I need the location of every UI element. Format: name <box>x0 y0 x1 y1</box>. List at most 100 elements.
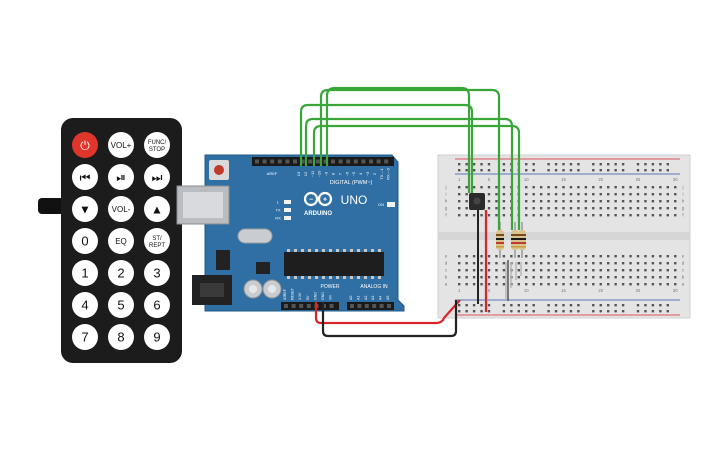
terminal-hole[interactable] <box>495 255 498 258</box>
terminal-hole[interactable] <box>629 283 632 286</box>
terminal-hole[interactable] <box>495 262 498 265</box>
terminal-hole[interactable] <box>569 193 573 196</box>
terminal-hole[interactable] <box>674 186 677 189</box>
rail-hole[interactable] <box>525 310 528 313</box>
rail-hole[interactable] <box>517 310 520 313</box>
rail-hole[interactable] <box>562 304 565 307</box>
terminal-hole[interactable] <box>651 186 655 189</box>
terminal-hole[interactable] <box>517 269 520 272</box>
terminal-hole[interactable] <box>539 262 543 265</box>
terminal-hole[interactable] <box>621 255 625 258</box>
header-hole[interactable] <box>361 159 366 164</box>
rgb-led[interactable] <box>505 262 522 300</box>
terminal-hole[interactable] <box>525 255 528 258</box>
terminal-hole[interactable] <box>651 283 655 286</box>
terminal-hole[interactable] <box>554 207 558 210</box>
terminal-hole[interactable] <box>614 193 617 196</box>
terminal-hole[interactable] <box>532 193 535 196</box>
terminal-hole[interactable] <box>480 283 483 286</box>
terminal-hole[interactable] <box>458 207 461 210</box>
terminal-hole[interactable] <box>592 193 595 196</box>
terminal-hole[interactable] <box>525 207 528 210</box>
terminal-hole[interactable] <box>569 255 573 258</box>
rail-hole[interactable] <box>636 310 640 313</box>
terminal-hole[interactable] <box>472 186 476 189</box>
terminal-hole[interactable] <box>636 276 640 279</box>
terminal-hole[interactable] <box>584 200 588 203</box>
wire-green-1[interactable] <box>304 117 514 230</box>
three-button[interactable]: 3 <box>144 260 170 286</box>
four-button[interactable]: 4 <box>72 292 98 318</box>
power-button[interactable]: ⏻ <box>72 132 98 158</box>
rail-hole[interactable] <box>577 163 580 166</box>
header-hole[interactable] <box>379 304 384 308</box>
rail-hole[interactable] <box>547 310 550 313</box>
terminal-hole[interactable] <box>554 214 558 217</box>
terminal-hole[interactable] <box>502 186 506 189</box>
terminal-hole[interactable] <box>465 269 468 272</box>
terminal-hole[interactable] <box>547 276 550 279</box>
rail-hole[interactable] <box>644 169 647 172</box>
rail-hole[interactable] <box>636 163 640 166</box>
rail-hole[interactable] <box>525 304 528 307</box>
rail-hole[interactable] <box>651 304 655 307</box>
rail-hole[interactable] <box>592 304 595 307</box>
terminal-hole[interactable] <box>659 214 662 217</box>
rail-hole[interactable] <box>644 310 647 313</box>
rail-hole[interactable] <box>651 163 655 166</box>
terminal-hole[interactable] <box>599 207 602 210</box>
six-button[interactable]: 6 <box>144 292 170 318</box>
terminal-hole[interactable] <box>584 207 588 210</box>
terminal-hole[interactable] <box>554 255 558 258</box>
rail-hole[interactable] <box>465 304 468 307</box>
rail-hole[interactable] <box>532 163 535 166</box>
terminal-hole[interactable] <box>472 214 476 217</box>
rail-hole[interactable] <box>577 310 580 313</box>
terminal-hole[interactable] <box>525 186 528 189</box>
terminal-hole[interactable] <box>592 283 595 286</box>
terminal-hole[interactable] <box>562 262 565 265</box>
terminal-hole[interactable] <box>487 193 491 196</box>
terminal-hole[interactable] <box>458 262 461 265</box>
terminal-hole[interactable] <box>562 269 565 272</box>
terminal-hole[interactable] <box>636 207 640 210</box>
terminal-hole[interactable] <box>517 262 520 265</box>
terminal-hole[interactable] <box>651 207 655 210</box>
rail-hole[interactable] <box>458 163 461 166</box>
terminal-hole[interactable] <box>644 276 647 279</box>
terminal-hole[interactable] <box>644 193 647 196</box>
header-hole[interactable] <box>331 159 335 164</box>
terminal-hole[interactable] <box>517 276 520 279</box>
terminal-hole[interactable] <box>539 276 543 279</box>
zero-button[interactable]: 0 <box>72 228 98 254</box>
terminal-hole[interactable] <box>532 269 535 272</box>
terminal-hole[interactable] <box>502 269 506 272</box>
terminal-hole[interactable] <box>659 200 662 203</box>
terminal-hole[interactable] <box>621 283 625 286</box>
rail-hole[interactable] <box>659 304 662 307</box>
terminal-hole[interactable] <box>644 262 647 265</box>
terminal-hole[interactable] <box>569 276 573 279</box>
one-button[interactable]: 1 <box>72 260 98 286</box>
terminal-hole[interactable] <box>644 255 647 258</box>
terminal-hole[interactable] <box>629 193 632 196</box>
terminal-hole[interactable] <box>644 207 647 210</box>
terminal-hole[interactable] <box>577 214 580 217</box>
rail-hole[interactable] <box>621 310 625 313</box>
rail-hole[interactable] <box>577 169 580 172</box>
terminal-hole[interactable] <box>487 283 491 286</box>
terminal-hole[interactable] <box>554 186 558 189</box>
rail-hole[interactable] <box>458 169 461 172</box>
terminal-hole[interactable] <box>666 186 669 189</box>
terminal-hole[interactable] <box>487 214 491 217</box>
terminal-hole[interactable] <box>614 276 617 279</box>
terminal-hole[interactable] <box>539 269 543 272</box>
header-hole[interactable] <box>255 159 259 164</box>
vol-down-button[interactable]: VOL- <box>108 196 134 222</box>
terminal-hole[interactable] <box>532 214 535 217</box>
header-hole[interactable] <box>308 159 313 164</box>
rail-hole[interactable] <box>666 169 669 172</box>
rail-hole[interactable] <box>472 163 476 166</box>
terminal-hole[interactable] <box>644 283 647 286</box>
terminal-hole[interactable] <box>659 262 662 265</box>
